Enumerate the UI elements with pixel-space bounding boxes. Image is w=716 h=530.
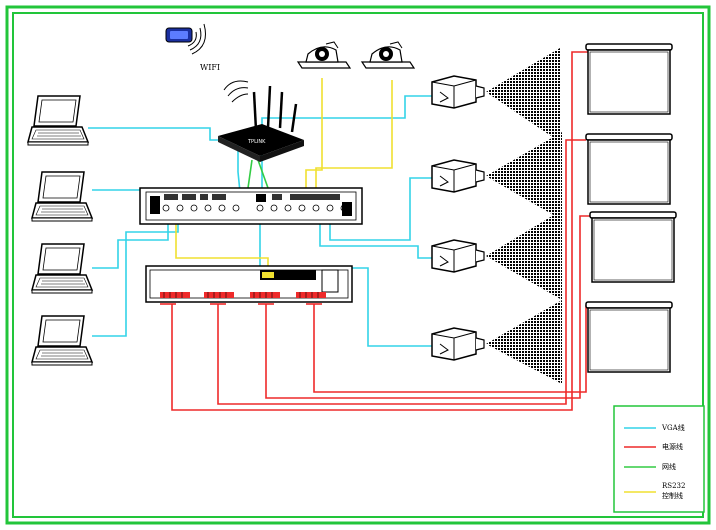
laptop-2 xyxy=(31,171,93,222)
inner-border xyxy=(12,12,704,518)
projector-1 xyxy=(431,75,485,109)
wifi-router xyxy=(218,80,304,162)
legend-label-vga: VGA线 xyxy=(661,423,685,432)
laptop-1 xyxy=(27,95,89,146)
ptz-camera-1 xyxy=(297,41,351,69)
projector-4 xyxy=(431,327,485,361)
legend-label-rs232-line2: 控制线 xyxy=(662,491,683,500)
wifi-label: WIFI xyxy=(200,63,220,72)
projection-beam-2 xyxy=(486,132,562,220)
projection-screen-1 xyxy=(585,43,673,115)
projector-3 xyxy=(431,239,485,273)
outer-border xyxy=(5,5,711,525)
projection-screen-2 xyxy=(585,133,673,205)
laptop-4 xyxy=(31,315,93,366)
net-wires xyxy=(247,159,269,189)
power-sequencer xyxy=(145,265,353,303)
legend: VGA线 电源线 网线 RS232 控制线 xyxy=(613,405,705,513)
projection-beam-4 xyxy=(486,300,562,384)
legend-label-rs232: RS232 xyxy=(662,482,685,490)
legend-label-net: 网线 xyxy=(662,462,676,471)
rs232-wires xyxy=(175,78,393,270)
wireless-remote xyxy=(165,23,206,55)
projector-2 xyxy=(431,159,485,193)
router-label: TPLINK xyxy=(247,139,266,145)
projection-beam-1 xyxy=(486,48,560,142)
legend-label-power: 电源线 xyxy=(662,442,683,451)
ptz-camera-2 xyxy=(361,41,415,69)
laptop-3 xyxy=(31,243,93,294)
projection-screen-3 xyxy=(589,211,677,283)
matrix-switcher xyxy=(139,187,363,225)
power-wires xyxy=(160,51,594,411)
projection-beam-3 xyxy=(486,210,562,300)
projection-screen-4 xyxy=(585,301,673,373)
